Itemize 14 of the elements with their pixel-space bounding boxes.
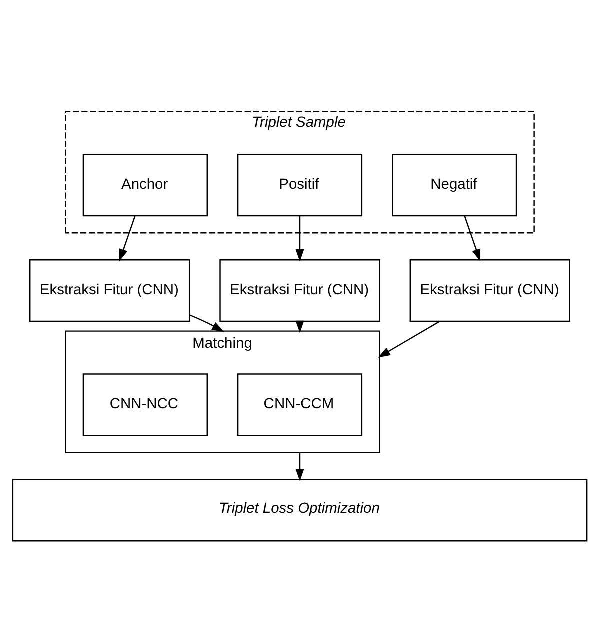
node-box: Negatif bbox=[392, 154, 518, 217]
node-box: Anchor bbox=[82, 154, 208, 217]
node-box: CNN-CCM bbox=[237, 374, 363, 436]
arrow bbox=[464, 216, 481, 262]
arrow bbox=[296, 452, 304, 482]
node-box: Ekstraksi Fitur (CNN) bbox=[410, 260, 570, 322]
node-box: Triplet Loss Optimization bbox=[12, 479, 588, 542]
arrow bbox=[296, 216, 304, 262]
arrow bbox=[378, 321, 440, 358]
arrow bbox=[119, 216, 136, 262]
node-box: CNN-NCC bbox=[82, 374, 208, 436]
node-box: Ekstraksi Fitur (CNN) bbox=[30, 260, 190, 322]
node-box: Positif bbox=[237, 154, 363, 217]
arrow bbox=[190, 314, 224, 332]
